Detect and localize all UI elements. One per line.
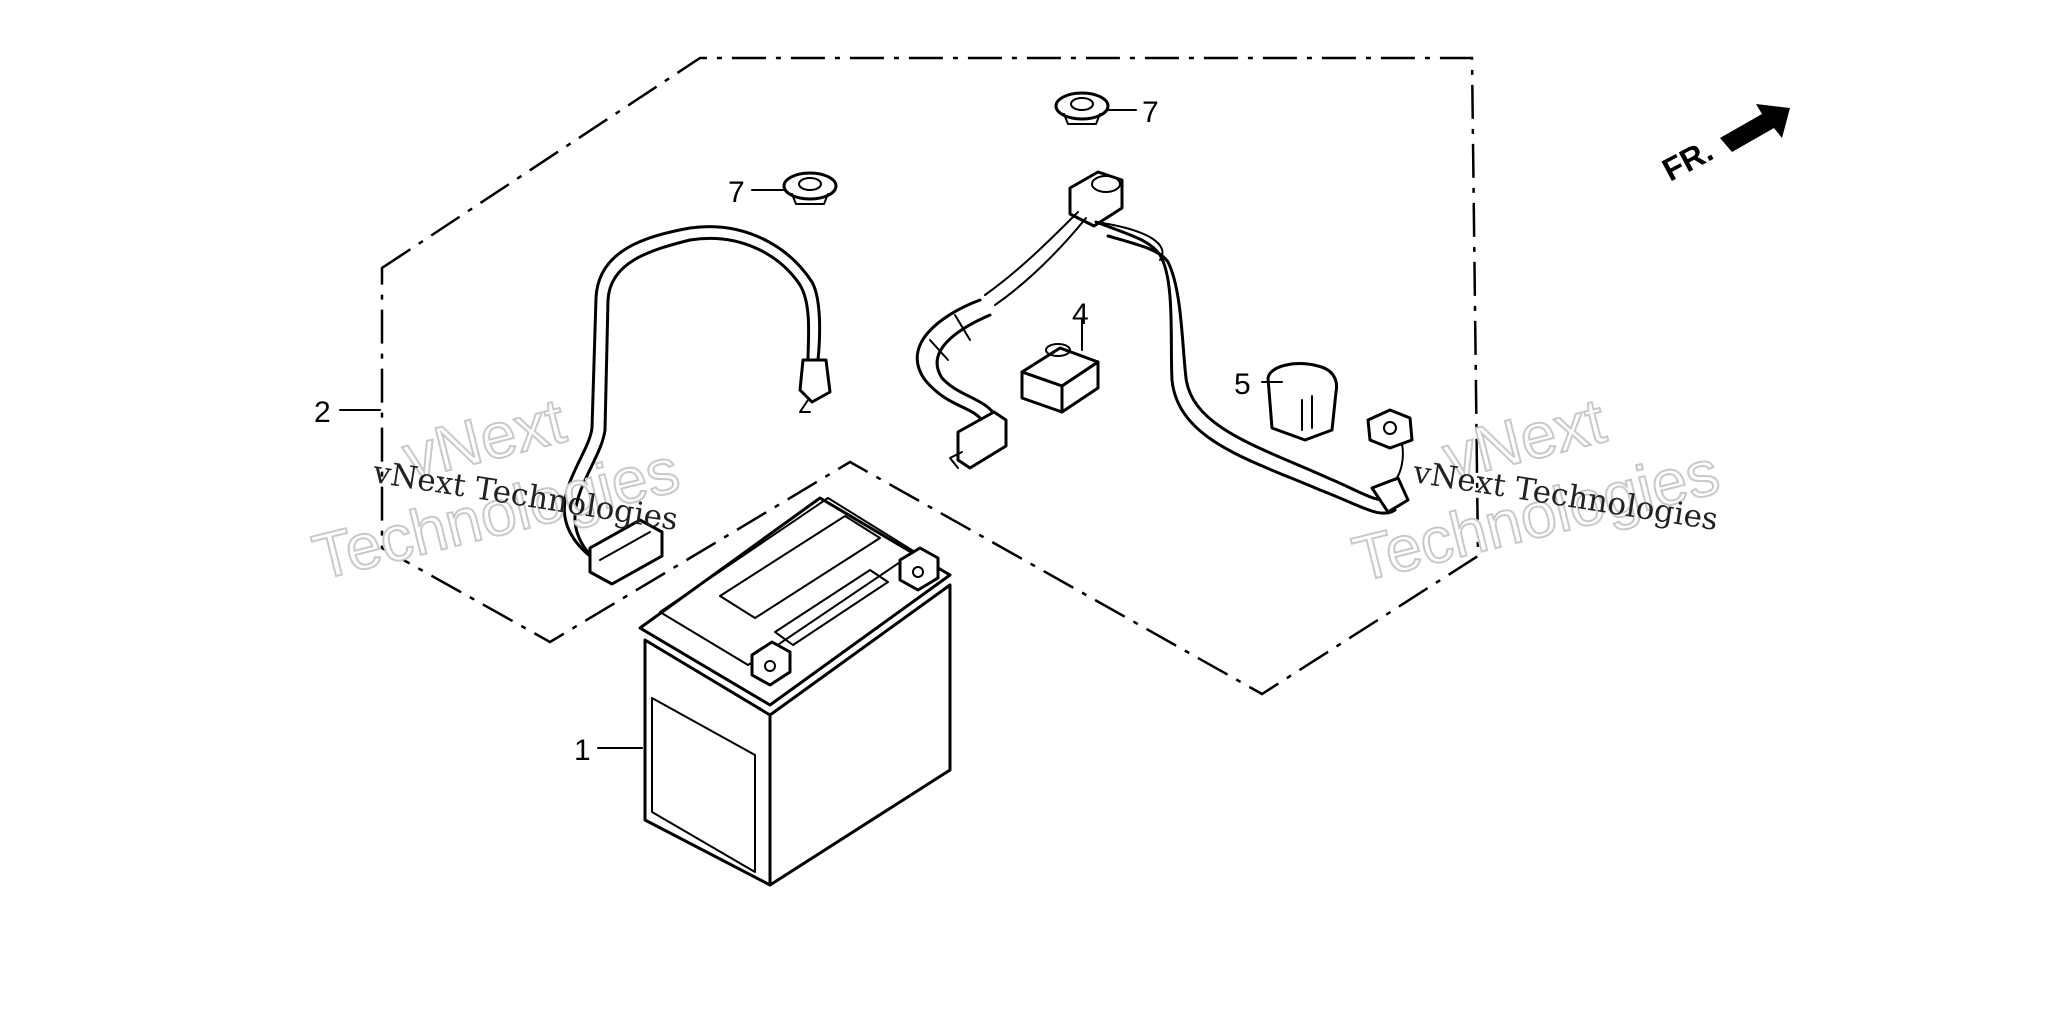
grommet-left-hole: [798, 177, 822, 191]
harness-tape-1: [954, 314, 971, 341]
harness-main-outer: [915, 298, 987, 427]
callout-7-left: 7: [728, 176, 745, 209]
callout-5: 5: [1234, 368, 1251, 401]
callout-7-right: 7: [1142, 96, 1159, 129]
kit-boundary: [380, 56, 1480, 696]
harness-right-ring-hole: [1383, 421, 1397, 435]
part-5-cover: [1266, 362, 1338, 442]
grommet-left-flange: [782, 171, 838, 201]
battery-terminal-right: [898, 546, 940, 592]
front-direction-indicator: FR.: [1656, 104, 1790, 188]
part-4-side: [1060, 360, 1100, 414]
battery-cable-left: [562, 225, 832, 586]
battery-lid-channel: [719, 515, 881, 619]
battery-label-panel: [651, 697, 756, 873]
harness-long-inner: [1106, 234, 1394, 502]
front-arrow-icon: [1720, 104, 1790, 152]
harness-left-clamp: [956, 410, 1008, 470]
battery-lid-step: [774, 569, 889, 646]
harness-main-inner: [935, 313, 1000, 422]
cable-left-clamp-plate: [599, 531, 651, 561]
cable-left-inner: [562, 225, 822, 562]
battery-front-face: [643, 638, 772, 887]
callout-2: 2: [314, 396, 331, 429]
harness-right-lead: [1394, 443, 1404, 481]
callout-4: 4: [1072, 298, 1089, 331]
front-arrow-label: FR.: [1656, 132, 1718, 188]
grommet-right-hole: [1070, 97, 1094, 111]
grommet-right-boss: [1063, 113, 1101, 125]
harness-tape-2: [929, 339, 949, 361]
harness-wire-a: [984, 211, 1079, 296]
cable-left-ring-terminal: [798, 358, 832, 404]
grommet-right: [1054, 91, 1110, 125]
grommet-left-boss: [791, 193, 829, 205]
harness-end-boot: [1370, 476, 1410, 514]
battery-lid-rim: [638, 496, 952, 707]
grommet-left: [782, 171, 838, 205]
grommet-right-flange: [1054, 91, 1110, 121]
harness-wire-b: [994, 217, 1087, 306]
battery-terminal-left-bolt: [764, 660, 776, 672]
callout-1: 1: [574, 734, 591, 767]
battery-terminal-left: [750, 640, 792, 687]
wire-harness-right: [915, 170, 1414, 515]
harness-connector-mouth: [1091, 175, 1121, 193]
harness-left-clamp-tab: [949, 451, 963, 469]
part-4-nub: [1045, 343, 1071, 357]
cable-left-outer: [573, 236, 811, 570]
harness-long-outer: [1094, 220, 1397, 515]
battery-terminal-right-bolt: [912, 566, 924, 578]
battery: [638, 496, 952, 887]
cable-left-terminal-tab: [799, 399, 811, 413]
watermark-right: vNext Technologies vNext Technologies: [1345, 383, 1727, 596]
harness-right-ring-terminal: [1366, 408, 1414, 450]
part-4-block: [1020, 343, 1100, 414]
harness-connector: [1068, 170, 1124, 228]
